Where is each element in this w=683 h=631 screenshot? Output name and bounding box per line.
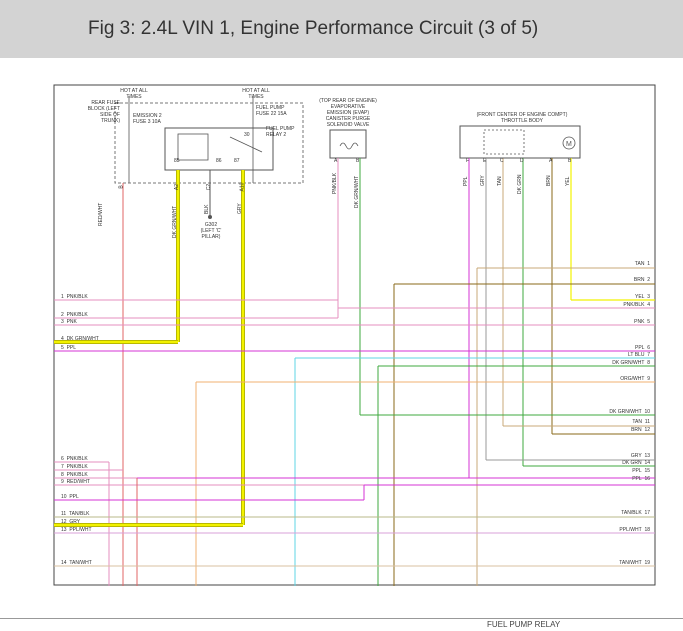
- right-label-15: PPL 15: [632, 468, 650, 474]
- next-page-fuel-pump-relay-label: FUEL PUMP RELAY: [487, 620, 561, 629]
- tb-pin-d: D: [520, 158, 524, 164]
- right-label-10: DK GRN/WHT 10: [609, 409, 650, 415]
- right-label-12: BRN 12: [631, 427, 650, 433]
- relay-switch: [229, 136, 263, 153]
- right-label-16: PPL 16: [632, 476, 650, 482]
- ground-icon: [208, 215, 212, 219]
- throttle-body-box: [459, 125, 581, 159]
- right-label-5: PNK 5: [634, 319, 650, 325]
- relay-pin-85: 85: [174, 158, 180, 164]
- wiring-diagram: M HOT AT ALL TIMES HOT: [0, 58, 683, 630]
- relay-pin-id-a2: A2: [174, 183, 181, 191]
- tb-pin-c: C: [500, 158, 504, 164]
- relay-wire-gry: GRY: [237, 203, 243, 214]
- relay-pin-id-a10: A10: [239, 182, 246, 192]
- right-label-13: GRY 13: [630, 453, 650, 459]
- throttle-title-label: (FRONT CENTER OF ENGINE COMPT) THROTTLE …: [476, 112, 568, 124]
- next-page-strip: [0, 618, 683, 631]
- right-label-6: PPL 6: [634, 345, 650, 351]
- figure-header: Fig 3: 2.4L VIN 1, Engine Performance Ci…: [0, 0, 683, 58]
- relay-pin-id-b: B: [118, 185, 125, 189]
- left-label-2: 2 PNK/BLK: [61, 312, 88, 318]
- emission-fuse-label: EMISSION 2 FUSE 3 10A: [133, 113, 162, 125]
- left-label-11: 11 TAN/BLK: [61, 511, 90, 517]
- relay-pin-id-c2: C2: [206, 183, 213, 191]
- fuse-block-box: [114, 102, 304, 184]
- tb-pin-b: B: [568, 158, 572, 164]
- left-label-9: 9 RED/WHT: [61, 479, 90, 485]
- left-label-6: 6 PNK/BLK: [61, 456, 88, 462]
- left-label-10: 10 PPL: [61, 494, 79, 500]
- right-label-1: TAN 1: [634, 261, 650, 267]
- left-label-4: 4 DK GRN/WHT: [61, 336, 99, 342]
- tb-wire-brn: BRN: [546, 175, 552, 186]
- motor-icon: [562, 136, 576, 150]
- evap-valve-box: [329, 129, 367, 159]
- tb-pin-e: E: [483, 158, 487, 164]
- figure-title: Fig 3: 2.4L VIN 1, Engine Performance Ci…: [88, 18, 539, 39]
- right-label-19: TAN/WHT 19: [619, 560, 650, 566]
- tb-pin-a: A: [549, 158, 553, 164]
- ground-label: G302 (LEFT 'C' PILLAR): [200, 222, 222, 240]
- right-label-3: YEL 3: [634, 294, 650, 300]
- right-label-14: DK GRN 14: [622, 460, 650, 466]
- right-label-9: ORG/WHT 9: [620, 376, 650, 382]
- evap-wire-dk-grn-wht: DK GRN/WHT: [354, 175, 360, 208]
- evap-pin-b: B: [356, 158, 360, 164]
- throttle-sensor: [483, 129, 525, 155]
- relay-wire-blk: BLK: [204, 204, 210, 214]
- right-label-4: PNK/BLK 4: [623, 302, 650, 308]
- fuel-pump-fuse-label: FUEL PUMP FUSE 22 15A: [256, 105, 287, 117]
- tb-wire-dk-grn: DK GRN: [517, 174, 523, 194]
- evap-coil-icon: [339, 142, 359, 150]
- motor-m-label: M: [566, 141, 572, 148]
- evap-title-label: (TOP REAR OF ENGINE) EVAPORATIVE EMISSIO…: [319, 98, 377, 128]
- left-label-5: 5 PPL: [61, 345, 77, 351]
- diagram-frame: [53, 84, 656, 586]
- relay-pin-86: 86: [216, 158, 222, 164]
- right-label-11: TAN 11: [632, 419, 650, 425]
- fuel-pump-relay-box: [164, 127, 274, 171]
- right-label-17: TAN/BLK 17: [621, 510, 650, 516]
- right-label-7: LT BLU 7: [627, 352, 650, 358]
- wiring-svg: M: [53, 84, 656, 586]
- rear-fuse-block-label: REAR FUSE BLOCK (LEFT SIDE OF TRUNK): [87, 100, 120, 124]
- tb-pin-f: F: [466, 158, 470, 164]
- left-label-14: 14 TAN/WHT: [61, 560, 92, 566]
- evap-wire-pnk-blk: PNK/BLK: [332, 172, 338, 194]
- relay-pin-30: 30: [244, 132, 250, 138]
- tb-wire-gry: GRY: [480, 175, 486, 186]
- relay-pin-87: 87: [234, 158, 240, 164]
- right-label-8: DK GRN/WHT 8: [612, 360, 650, 366]
- right-label-2: BRN 2: [633, 277, 650, 283]
- tb-wire-ppl: PPL: [463, 176, 469, 186]
- hot-left-label: HOT AT ALL TIMES: [120, 88, 148, 100]
- tb-wire-yel: YEL: [565, 176, 571, 186]
- relay-wire-dk-grn-wht: DK GRN/WHT: [172, 205, 178, 238]
- left-label-1: 1 PNK/BLK: [61, 294, 88, 300]
- right-label-18: PPL/WHT 18: [619, 527, 650, 533]
- evap-pin-a: A: [334, 158, 338, 164]
- relay-wire-red-wht: RED/WHT: [98, 202, 104, 226]
- left-label-8: 8 PNK/BLK: [61, 472, 88, 478]
- fuel-pump-relay-label: FUEL PUMP RELAY 2: [266, 126, 295, 138]
- left-label-3: 3 PNK: [61, 319, 77, 325]
- hot-right-label: HOT AT ALL TIMES: [242, 88, 270, 100]
- left-label-12: 12 GRY: [61, 519, 81, 525]
- relay-coil: [177, 133, 209, 161]
- tb-wire-tan: TAN: [497, 176, 503, 186]
- left-label-13: 13 PPL/WHT: [61, 527, 92, 533]
- left-label-7: 7 PNK/BLK: [61, 464, 88, 470]
